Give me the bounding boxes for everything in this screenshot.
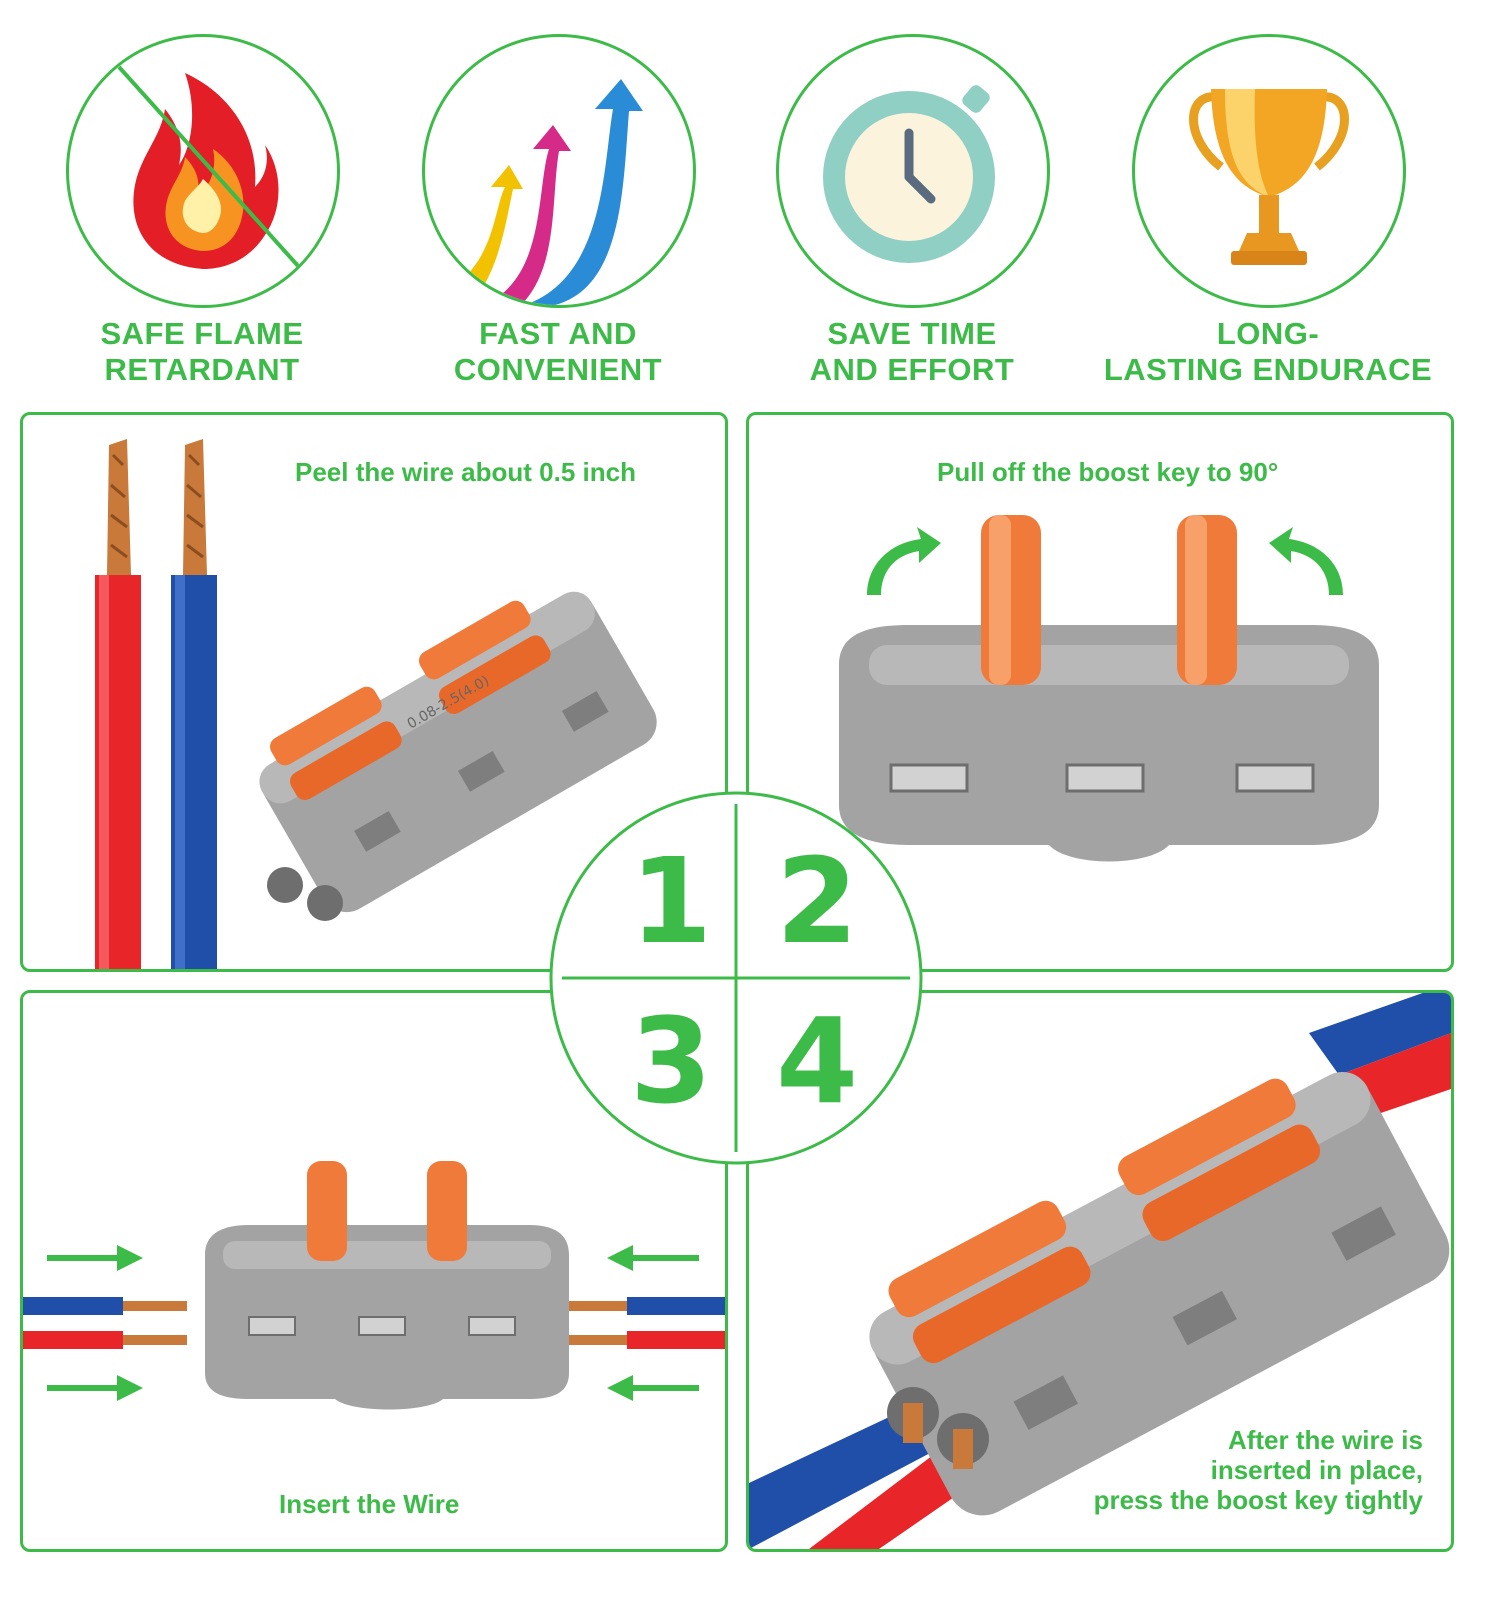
wires-locked-connector-image	[749, 993, 1451, 1549]
arrow-left-icon	[607, 1245, 633, 1271]
stopwatch-icon	[776, 34, 1050, 308]
stripped-wires-and-connector-image: 0.08-2.5(4.0)	[95, 439, 657, 969]
step-4-caption: After the wire is inserted in place, pre…	[1093, 1425, 1423, 1515]
feature-long-lasting: LONG-LASTING ENDURACE	[1098, 34, 1438, 404]
step-1-panel: 0.08-2.5(4.0) Peel the wire about 0.5 in…	[20, 412, 728, 972]
step-4-panel: After the wire is inserted in place, pre…	[746, 990, 1454, 1552]
step-1-caption: Peel the wire about 0.5 inch	[295, 457, 636, 487]
step-numbers-circle: 1 2 3 4	[548, 790, 924, 1166]
arrow-left-icon	[607, 1375, 633, 1401]
arrow-right-icon	[117, 1245, 143, 1271]
arrow-right-icon	[117, 1375, 143, 1401]
step-number-3: 3	[630, 992, 713, 1130]
step-number-2: 2	[776, 832, 859, 970]
feature-label: LONG-LASTING ENDURACE	[1103, 316, 1433, 387]
connector-levers-open-image	[839, 515, 1379, 862]
curved-arrow-icon	[1269, 527, 1343, 595]
no-flame-icon	[66, 34, 340, 308]
step-number-1: 1	[630, 832, 713, 970]
inserting-wires-image	[23, 1161, 725, 1410]
trophy-icon	[1132, 34, 1406, 308]
curved-arrow-icon	[867, 527, 941, 595]
step-2-panel: Pull off the boost key to 90°	[746, 412, 1454, 972]
step-3-caption: Insert the Wire	[279, 1489, 460, 1519]
step-number-4: 4	[776, 992, 859, 1130]
rising-arrows-icon	[422, 34, 696, 308]
step-2-caption: Pull off the boost key to 90°	[937, 457, 1279, 487]
